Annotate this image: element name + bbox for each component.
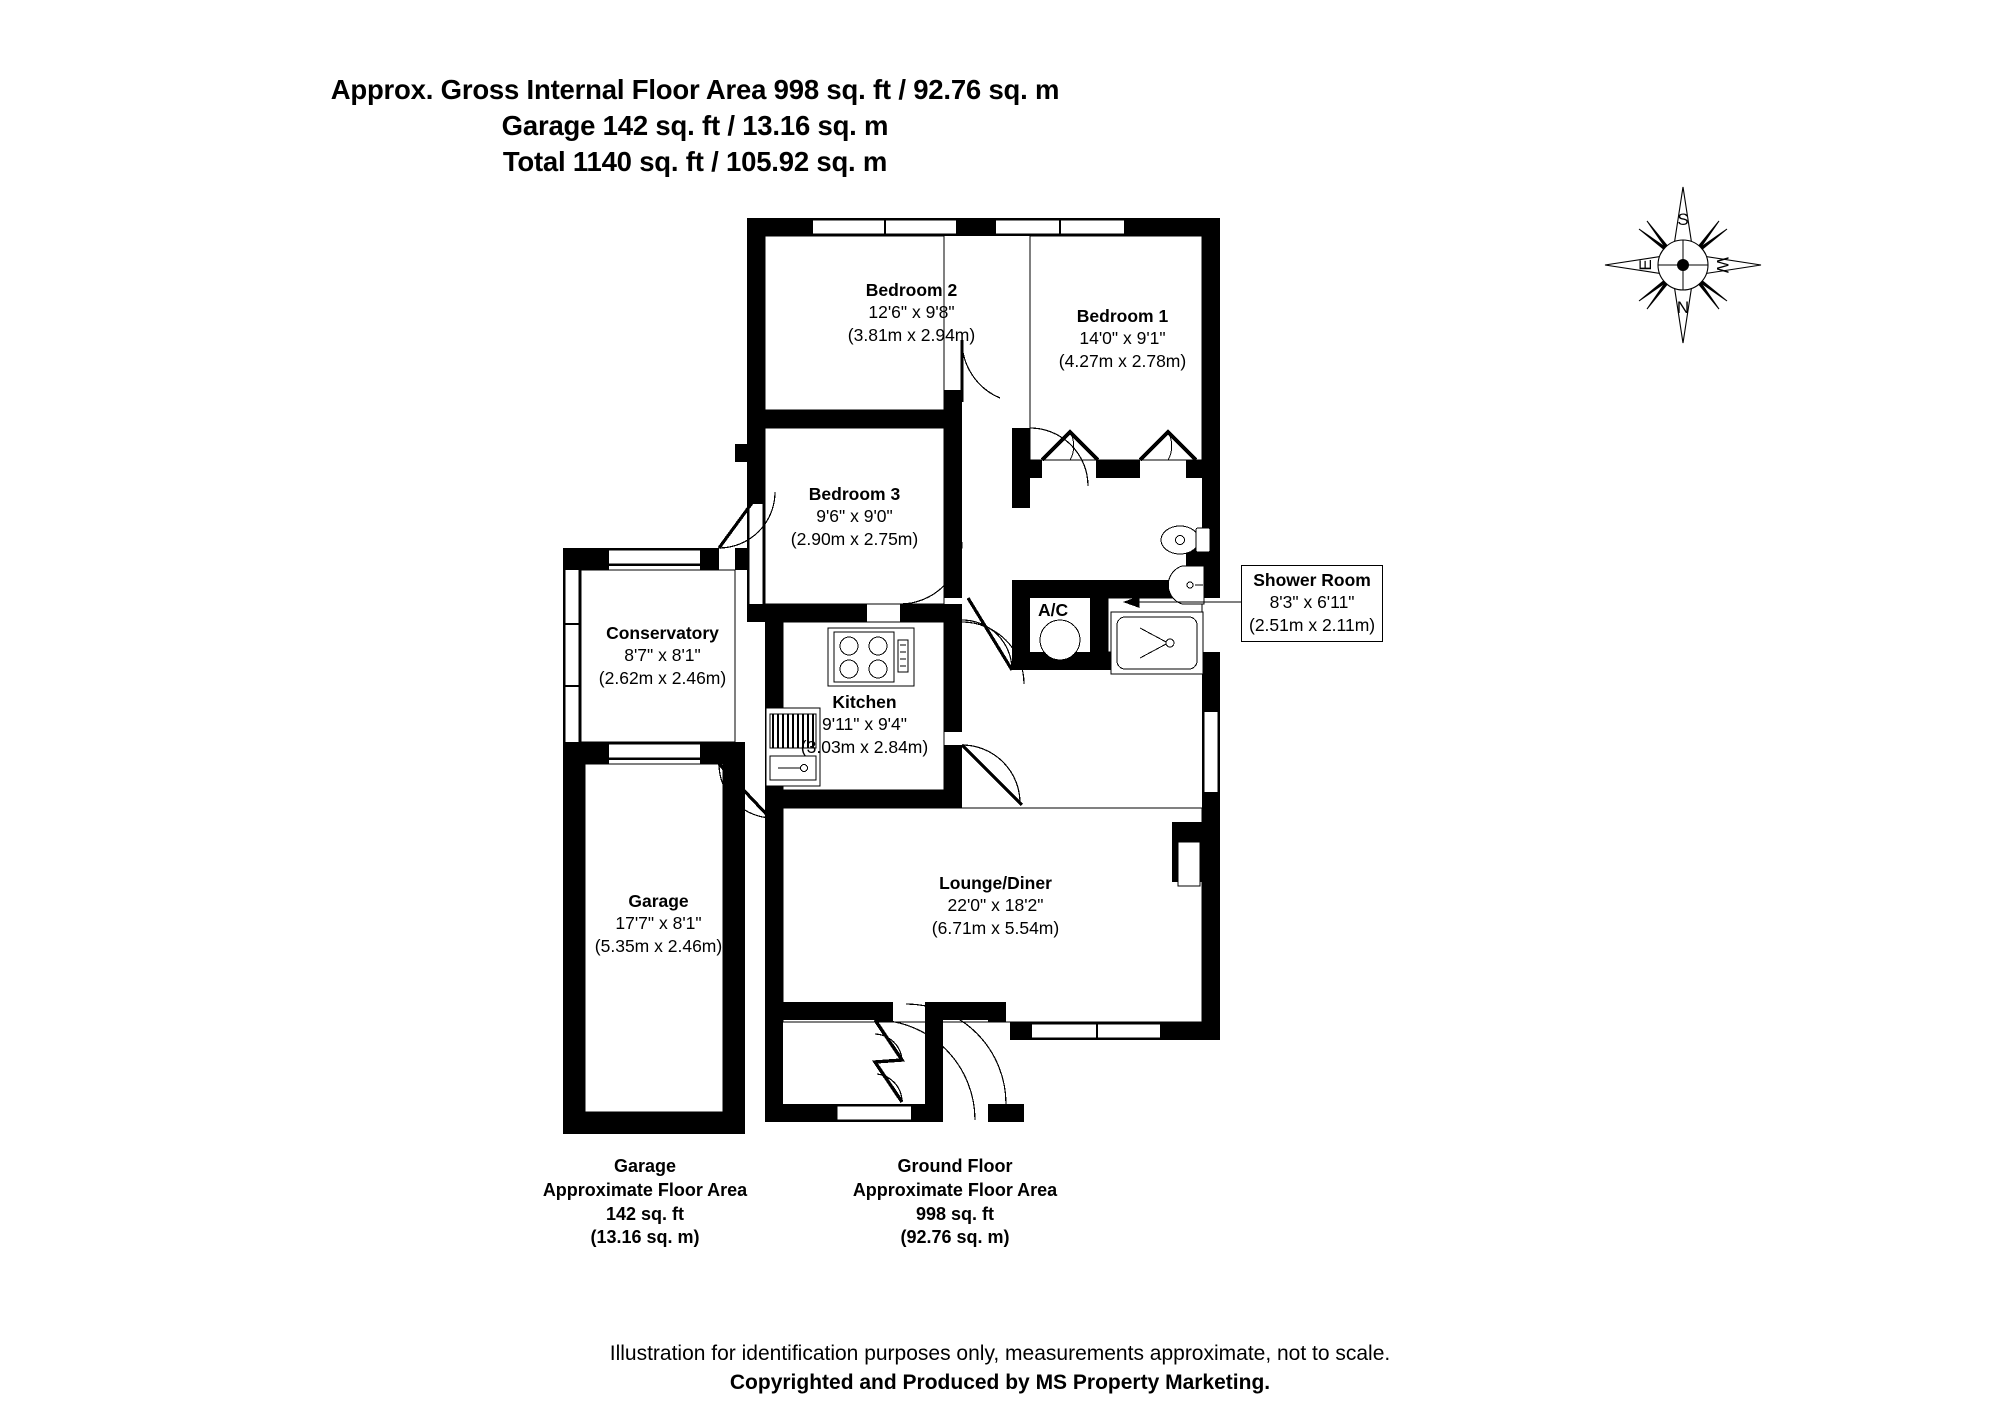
house-walls [735, 218, 1220, 1122]
room-dim-imperial: 12'6" x 9'8" [868, 302, 955, 323]
header-line-garage: Garage 142 sq. ft / 13.16 sq. m [501, 109, 889, 141]
room-label-bedroom1: Bedroom 1 14'0" x 9'1" (4.27m x 2.78m) [1005, 305, 1240, 372]
room-dim-metric: (3.81m x 2.94m) [847, 324, 976, 345]
room-dim-imperial: 9'6" x 9'0" [816, 506, 893, 527]
shower-room-fixtures [1110, 525, 1211, 675]
area-sqm: (92.76 sq. m) [900, 1227, 1010, 1248]
room-dim-metric: (2.51m x 2.11m) [1249, 614, 1376, 635]
lounge-wall-fixture [1177, 841, 1201, 887]
floor-area-header: Approx. Gross Internal Floor Area 998 sq… [0, 72, 1390, 179]
area-subtitle: Approximate Floor Area [852, 1179, 1058, 1200]
room-name: Garage [628, 891, 689, 911]
area-title: Garage [613, 1156, 677, 1176]
room-dim-imperial: 8'3" x 6'11" [1269, 592, 1355, 613]
room-label-kitchen: Kitchen 9'11" x 9'4" (3.03m x 2.84m) [747, 691, 982, 758]
kitchen-hob-fixture [827, 627, 915, 687]
room-dim-metric: (3.03m x 2.84m) [800, 736, 929, 757]
room-name: Lounge/Diner [939, 873, 1052, 893]
compass-letters: S N E W [1636, 210, 1732, 317]
compass-rose: S N E W [1604, 186, 1762, 344]
room-name: Kitchen [832, 692, 897, 712]
room-name: Bedroom 2 [865, 280, 958, 300]
door-swings [717, 339, 1089, 1121]
compass-center [1657, 239, 1709, 291]
compass-label-west: W [1713, 257, 1732, 273]
room-dim-imperial: 17'7" x 8'1" [615, 913, 702, 934]
room-name: Shower Room [1253, 570, 1371, 590]
area-block-garage: Garage Approximate Floor Area 142 sq. ft… [525, 1155, 765, 1250]
room-label-shower-room: Shower Room 8'3" x 6'11" (2.51m x 2.11m) [1241, 565, 1384, 643]
header-line-total: Total 1140 sq. ft / 105.92 sq. m [502, 145, 888, 177]
room-dim-metric: (5.35m x 2.46m) [594, 935, 723, 956]
area-sqm: (13.16 sq. m) [590, 1227, 700, 1248]
conservatory-outline [580, 569, 736, 1113]
room-dim-metric: (6.71m x 5.54m) [931, 917, 1060, 938]
footer-disclaimer: Illustration for identification purposes… [0, 1340, 2000, 1398]
area-block-ground-floor: Ground Floor Approximate Floor Area 998 … [835, 1155, 1075, 1250]
room-dim-imperial: 14'0" x 9'1" [1079, 328, 1166, 349]
ac-cylinder-fixture [1039, 619, 1081, 661]
room-name: Bedroom 1 [1076, 306, 1169, 326]
copyright-text: Copyrighted and Produced by MS Property … [729, 1370, 1271, 1394]
room-label-ac-cupboard: A/C [1038, 600, 1069, 620]
room-dim-imperial: 9'11" x 9'4" [822, 714, 907, 735]
compass-label-east: E [1636, 259, 1655, 270]
disclaimer-text: Illustration for identification purposes… [609, 1342, 1391, 1365]
room-dim-metric: (2.90m x 2.75m) [790, 528, 919, 549]
area-subtitle: Approximate Floor Area [542, 1179, 748, 1200]
shower-room-leader-line [1122, 596, 1241, 608]
compass-label-south: S [1677, 210, 1688, 229]
room-label-bedroom3: Bedroom 3 9'6" x 9'0" (2.90m x 2.75m) [737, 483, 972, 550]
area-sqft: 142 sq. ft [605, 1203, 685, 1224]
room-dim-metric: (4.27m x 2.78m) [1058, 350, 1187, 371]
area-sqft: 998 sq. ft [915, 1203, 995, 1224]
room-dim-imperial: 8'7" x 8'1" [624, 645, 701, 666]
room-label-lounge-diner: Lounge/Diner 22'0" x 18'2" (6.71m x 5.54… [878, 872, 1113, 939]
room-name: Bedroom 3 [808, 484, 901, 504]
wardrobe-bifold-doors [1040, 429, 1198, 462]
room-label-bedroom2: Bedroom 2 12'6" x 9'8" (3.81m x 2.94m) [794, 279, 1029, 346]
room-label-garage: Garage 17'7" x 8'1" (5.35m x 2.46m) [541, 890, 776, 957]
garage-walls [563, 548, 747, 1134]
room-name: Conservatory [606, 623, 719, 643]
room-label-conservatory: Conservatory 8'7" x 8'1" (2.62m x 2.46m) [545, 622, 780, 689]
room-dim-metric: (2.62m x 2.46m) [598, 667, 727, 688]
kitchen-appliance-fixture [765, 707, 821, 787]
room-dim-imperial: 22'0" x 18'2" [947, 895, 1044, 916]
header-line-gross-internal: Approx. Gross Internal Floor Area 998 sq… [330, 74, 1060, 105]
area-title: Ground Floor [897, 1156, 1013, 1176]
compass-label-north: N [1677, 298, 1689, 317]
